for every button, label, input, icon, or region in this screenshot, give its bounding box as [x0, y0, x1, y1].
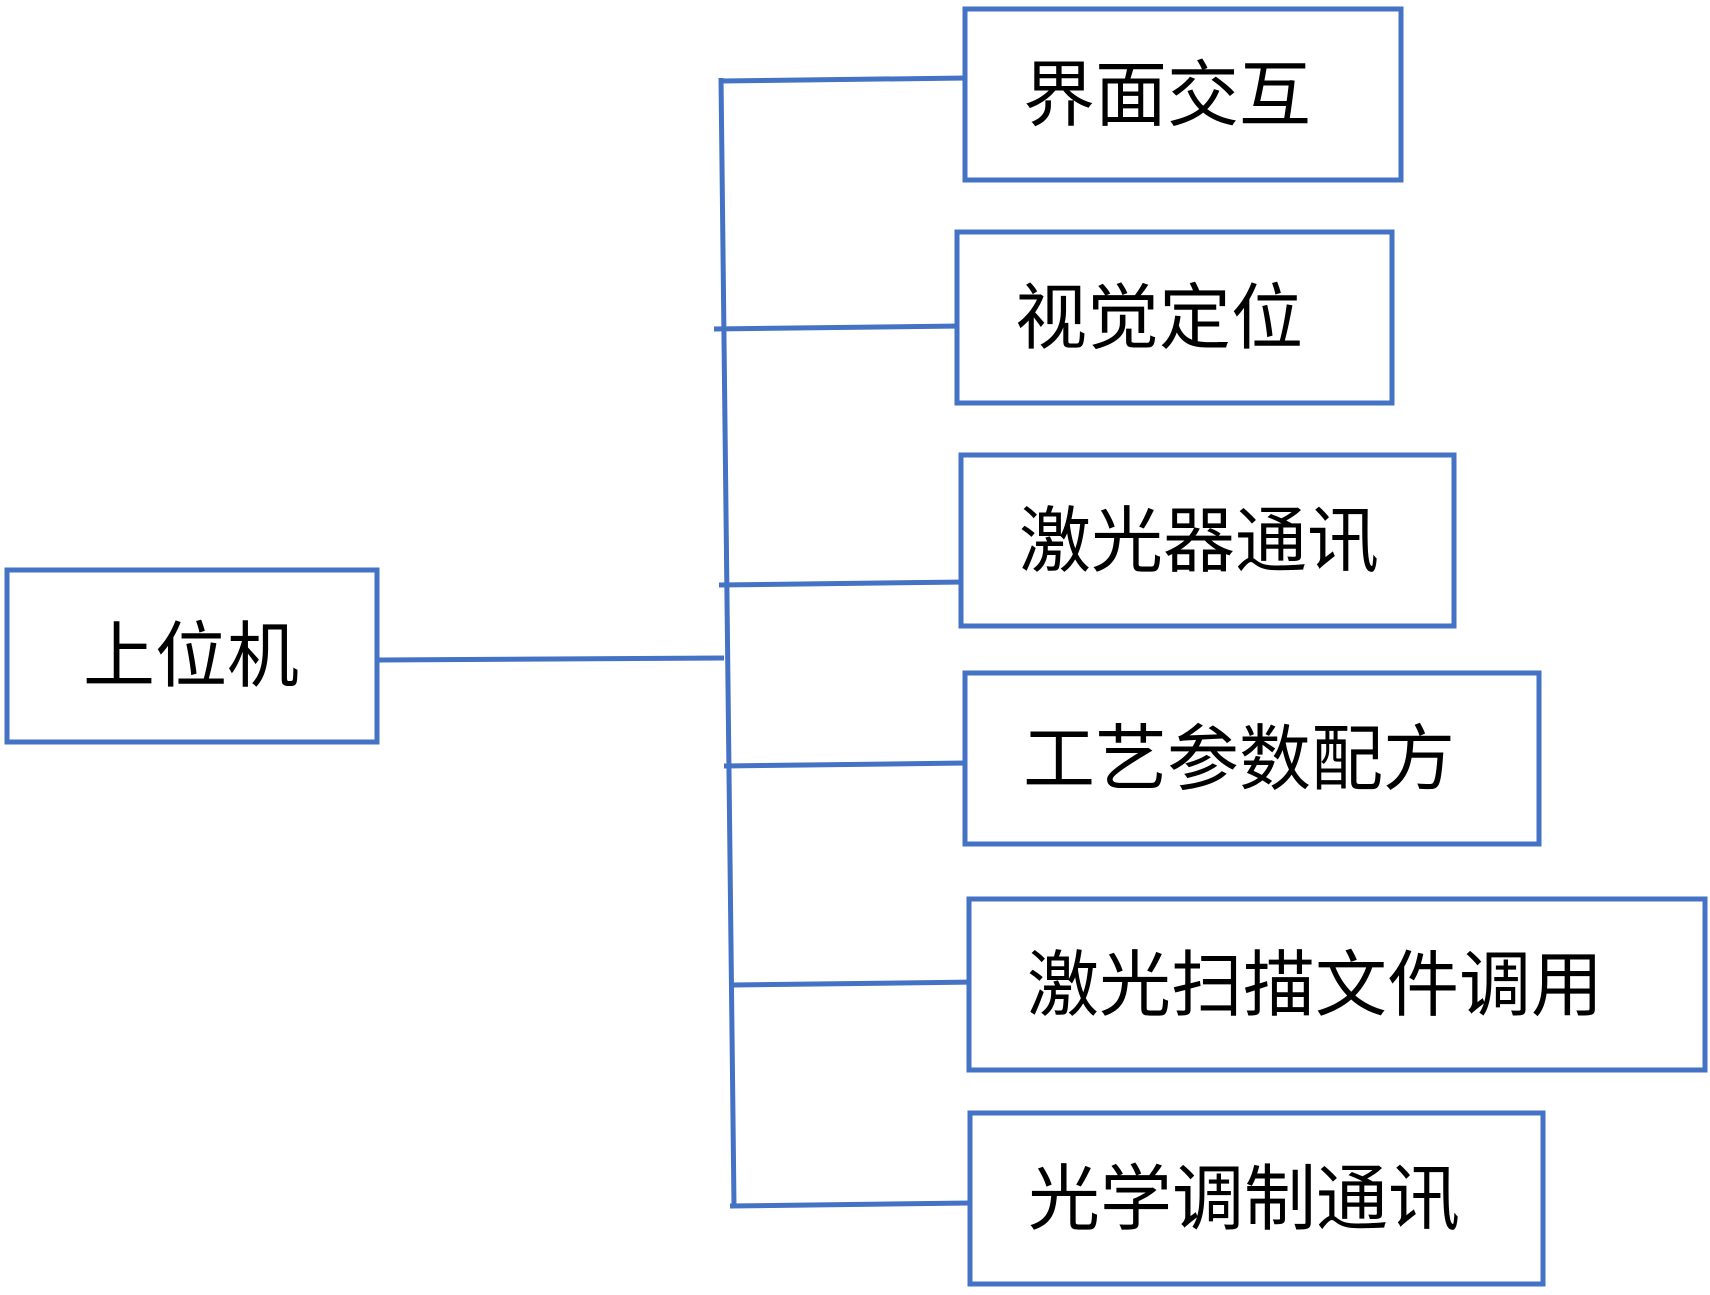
node-child-5-label: 激光扫描文件调用 [1027, 943, 1603, 1027]
node-child-4: 工艺参数配方 [962, 670, 1542, 847]
branch-connector-6 [729, 1200, 971, 1209]
node-root-box [4, 567, 380, 745]
node-child-4-box [962, 670, 1542, 847]
node-child-5-box [966, 896, 1708, 1073]
node-child-5: 激光扫描文件调用 [966, 896, 1708, 1073]
branch-connector-4 [723, 760, 967, 769]
node-child-3-box [958, 452, 1457, 629]
node-child-2: 视觉定位 [954, 229, 1395, 406]
branch-connector-5 [732, 979, 979, 988]
node-child-6-box [967, 1110, 1546, 1287]
node-root: 上位机 [4, 567, 380, 745]
node-child-1: 界面交互 [962, 6, 1404, 183]
node-root-label: 上位机 [83, 614, 299, 698]
node-child-6-label: 光学调制通讯 [1028, 1157, 1460, 1241]
trunk-line [718, 77, 737, 1207]
node-child-6: 光学调制通讯 [967, 1110, 1546, 1287]
branch-connector-3 [718, 579, 967, 588]
connectors [376, 75, 979, 1209]
node-child-1-box [962, 6, 1404, 183]
root-connector [376, 655, 725, 663]
node-child-3-label: 激光器通讯 [1019, 499, 1379, 583]
node-child-3: 激光器通讯 [958, 452, 1457, 629]
branch-connector-2 [713, 323, 963, 332]
node-child-2-box [954, 229, 1395, 406]
node-child-1-label: 界面交互 [1023, 53, 1311, 137]
branch-connector-1 [720, 75, 967, 84]
node-child-2-label: 视觉定位 [1015, 276, 1303, 360]
node-child-4-label: 工艺参数配方 [1023, 717, 1455, 801]
